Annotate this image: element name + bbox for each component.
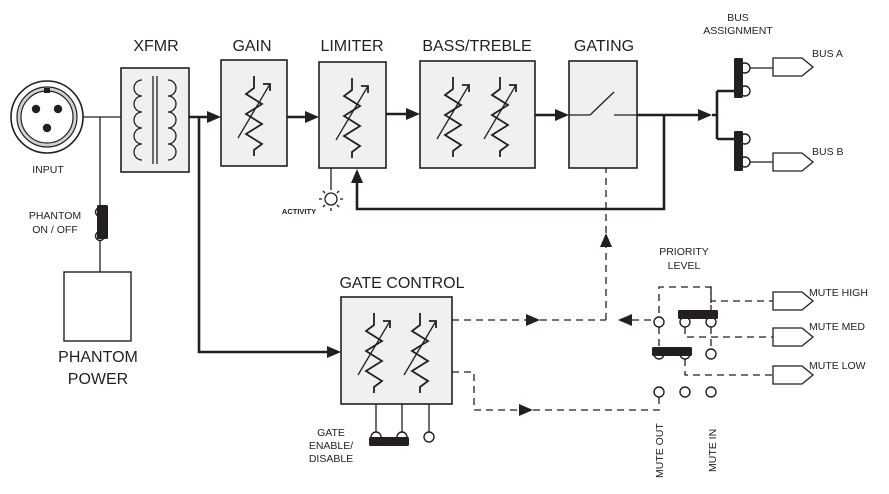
phantom-power-label-2: POWER [68,371,128,388]
switch-icon [569,91,637,116]
mute-select-switch [653,386,717,398]
phantom-power-label-1: PHANTOM [58,349,138,366]
mute-in-label: MUTE IN [707,429,719,472]
arrow-to-gating-control [600,233,612,247]
phantom-switch-label-2: ON / OFF [32,224,78,236]
arrow-to-bus [698,109,712,121]
xfmr-block [120,67,190,173]
bus-a-label: BUS A [812,48,843,60]
arrow-to-mute-logic [519,404,533,416]
arrow-to-eq [406,108,420,120]
limiter-pot-icon [335,78,369,158]
phantom-switch [94,205,108,242]
bus-a-output-icon [772,57,815,77]
gate-threshold-pot-icon [357,313,391,393]
gating-label: GATING [574,38,634,55]
mute-low-dash [684,359,773,376]
bus-assignment-label-1: BUS [727,12,749,24]
gain-label: GAIN [232,38,271,55]
limiter-label: LIMITER [320,38,383,55]
xlr-connector-icon [10,80,84,154]
arrow-from-priority [618,314,632,326]
phantom-power-box [63,271,132,342]
bus-split-wire [712,91,719,139]
arrow-to-gating [555,109,569,121]
transformer-icon [133,76,177,164]
mute-low-label: MUTE LOW [809,360,866,372]
mute-med-output-icon [772,327,815,347]
bus-b-output-icon [772,152,815,172]
bus-assignment-label-2: ASSIGNMENT [703,25,773,37]
bass-treble-block [419,60,536,169]
gate-hold-pot-icon [403,313,437,393]
mute-high-label: MUTE HIGH [809,287,868,299]
mute-high-output-icon [772,291,815,311]
mute-high-dash [710,300,773,303]
arrow-gate-control-out [526,314,540,326]
gate-control-lower-dash [452,371,521,411]
phantom-switch-label-1: PHANTOM [29,210,81,222]
priority-label-1: PRIORITY [659,246,709,258]
arrow-to-limiter [305,111,319,123]
xfmr-label: XFMR [133,38,178,55]
gate-control-block [340,296,453,405]
gate-enable-label-1: GATE [317,427,345,439]
limiter-feedback-wire [355,115,666,211]
mute-out-label: MUTE OUT [654,423,666,478]
arrow-to-gate-control [327,346,341,358]
gate-enable-label-2: ENABLE/ [309,440,353,452]
treble-pot-icon [483,77,517,157]
gate-enable-label-3: DISABLE [309,453,353,465]
mute-out-dash [533,395,660,411]
mute-med-label: MUTE MED [809,321,865,333]
priority-top-dash [658,286,712,313]
led-icon [319,187,343,211]
arrow-to-limiter-sidechain [351,169,363,183]
gate-control-label: GATE CONTROL [339,275,464,292]
priority-label-2: LEVEL [668,260,701,272]
bass-pot-icon [436,77,470,157]
input-label: INPUT [32,164,64,176]
arrow-to-gain [207,111,221,123]
mute-med-dash [684,327,773,338]
gate-enable-switch [369,431,435,446]
bus-b-switch [734,131,751,171]
priority-switch-med [652,347,717,360]
gate-control-feed-wire [197,117,327,354]
bass-treble-label: BASS/TREBLE [422,38,531,55]
activity-label: ACTIVITY [282,207,316,216]
priority-switch-high [653,310,718,328]
mute-low-output-icon [772,365,815,385]
bus-b-label: BUS B [812,146,844,158]
bus-a-switch [734,58,751,98]
gain-pot-icon [237,76,271,156]
